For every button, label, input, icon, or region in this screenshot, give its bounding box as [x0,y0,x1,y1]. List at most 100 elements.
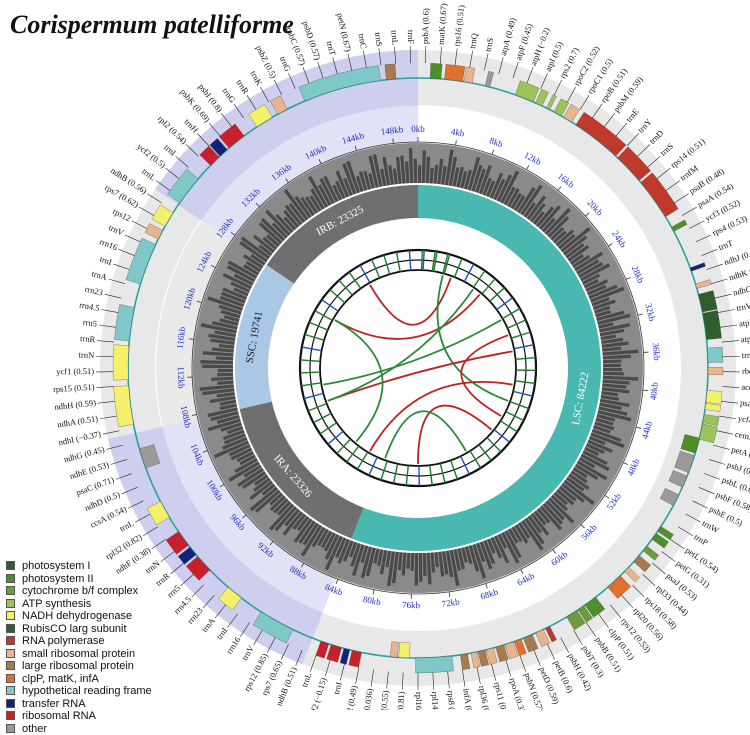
gene-label: trnC [357,33,369,50]
gc-bar [414,159,417,183]
gene-label: trnY [636,117,654,135]
legend-swatch [6,674,15,683]
gene-label: rps16 (0.51) [451,4,466,47]
legend-label: photosystem II [22,573,94,585]
legend-item: photosystem II [6,573,152,586]
legend-swatch [6,586,15,595]
gene-label: accD (0.53) [741,382,750,394]
gene-label: trnM [742,349,750,360]
repeat-tick [300,372,320,373]
legend-item: transfer RNA [6,698,152,711]
gene-label: trnP [693,532,711,548]
legend-label: RubisCO larg subunit [22,623,127,635]
gene-label: trnS [373,32,385,48]
kb-tick [393,138,394,143]
gene-block [390,642,398,658]
legend-swatch [6,624,15,633]
legend-item: RNA polymerase [6,635,152,648]
gene-label: rrn23 [84,284,104,298]
gene-block [113,345,129,381]
legend-item: NADH dehydrogenase [6,610,152,623]
gene-block [416,656,454,673]
legend-item: clpP, matK, infA [6,673,152,686]
gene-label: trnI [214,625,229,641]
gene-label: trnG [221,86,238,105]
gene-block [430,63,442,79]
gene-label: trnK [248,69,265,88]
legend-item: hypothetical reading frame [6,685,152,698]
legend-item: cytochrome b/f complex [6,585,152,598]
gene-label: trnE [624,106,641,124]
gene-label: rpl2 (0.54) [156,114,189,147]
legend-label: ATP synthesis [22,598,91,610]
legend-item: other [6,723,152,735]
gene-block [385,64,396,80]
gene-label: trnD [647,128,665,146]
legend-item: ribosomal RNA [6,710,152,723]
legend-swatch [6,711,15,720]
legend-label: NADH dehydrogenase [22,610,132,622]
gene-label: trnL [299,671,313,688]
gene-block [708,367,723,375]
gene-label: trnV [107,222,126,238]
gc-bar [218,369,233,372]
gene-label: atpE (0.59) [738,314,750,329]
kb-tick-label: 76kb [402,600,421,611]
gene-label: rrn5 [165,583,182,600]
gene-label: rbcL (0.56) [742,366,750,376]
gene-label: rps11 (0.5) [492,681,511,710]
gc-bar [418,165,421,183]
gene-label: rps15 (0.51) [53,382,95,395]
gene-label: trnL [118,518,136,534]
gene-label: trnI [331,681,344,695]
gene-label: rps12 [111,206,132,224]
gene-label: ycf4 (0.53) [737,413,750,429]
gene-label: trnT [325,40,339,58]
gene-label: psaI (0.56) [740,397,750,411]
legend-swatch [6,611,15,620]
gene-label: psbA (0.6) [420,8,431,44]
repeat-tick [422,250,423,270]
legend-swatch [6,649,15,658]
legend: photosystem I photosystem II cytochrome … [6,560,152,735]
legend-item: RubisCO larg subunit [6,623,152,636]
gc-bar [419,553,423,582]
gene-label: trnI [98,254,113,267]
legend-label: cytochrome b/f complex [22,585,138,597]
legend-label: hypothetical reading frame [22,685,152,697]
legend-label: clpP, matK, infA [22,673,99,685]
gene-label: ycf2 (0.5) [135,141,168,170]
kb-tick-label: 36kb [651,342,662,361]
gene-label: rrn16 [98,236,119,252]
gene-label: trnQ [467,32,480,49]
legend-item: photosystem I [6,560,152,573]
gc-inner [233,183,603,553]
gene-label: trnA [91,268,110,282]
gene-label: rpl2 (0.49) [342,685,359,710]
gc-bar [603,368,622,371]
legend-label: photosystem I [22,560,90,572]
gene-label: trnL [389,30,400,45]
gene-label: rpl22 (0.55) [377,690,391,710]
gene-label: trnfM [678,163,700,183]
legend-swatch [6,724,15,733]
gene-label: trnH [182,117,200,135]
gc-bar [202,365,233,368]
legend-label: transfer RNA [22,698,86,710]
gene-label: atpB (0.57) [740,331,750,344]
gene-label: ycf1 (0.51) [56,366,94,376]
legend-item: large ribosomal protein [6,660,152,673]
gene-label: trnL [140,166,158,183]
legend-item: small ribosomal protein [6,648,152,661]
gene-label: ndhH (0.59) [54,397,97,412]
gene-label: trnW [701,518,721,535]
kb-tick-label: 0kb [411,124,425,134]
gene-label: trnS [483,36,496,52]
legend-swatch [6,574,15,583]
gene-label: ndhA (0.51) [57,413,99,429]
gene-label: rpl36 (0.55) [477,685,495,710]
gene-label: rps8 (0.67) [446,690,460,710]
legend-swatch [6,661,15,670]
gene-label: trnN [78,350,94,361]
gene-label: trnV [239,643,256,662]
